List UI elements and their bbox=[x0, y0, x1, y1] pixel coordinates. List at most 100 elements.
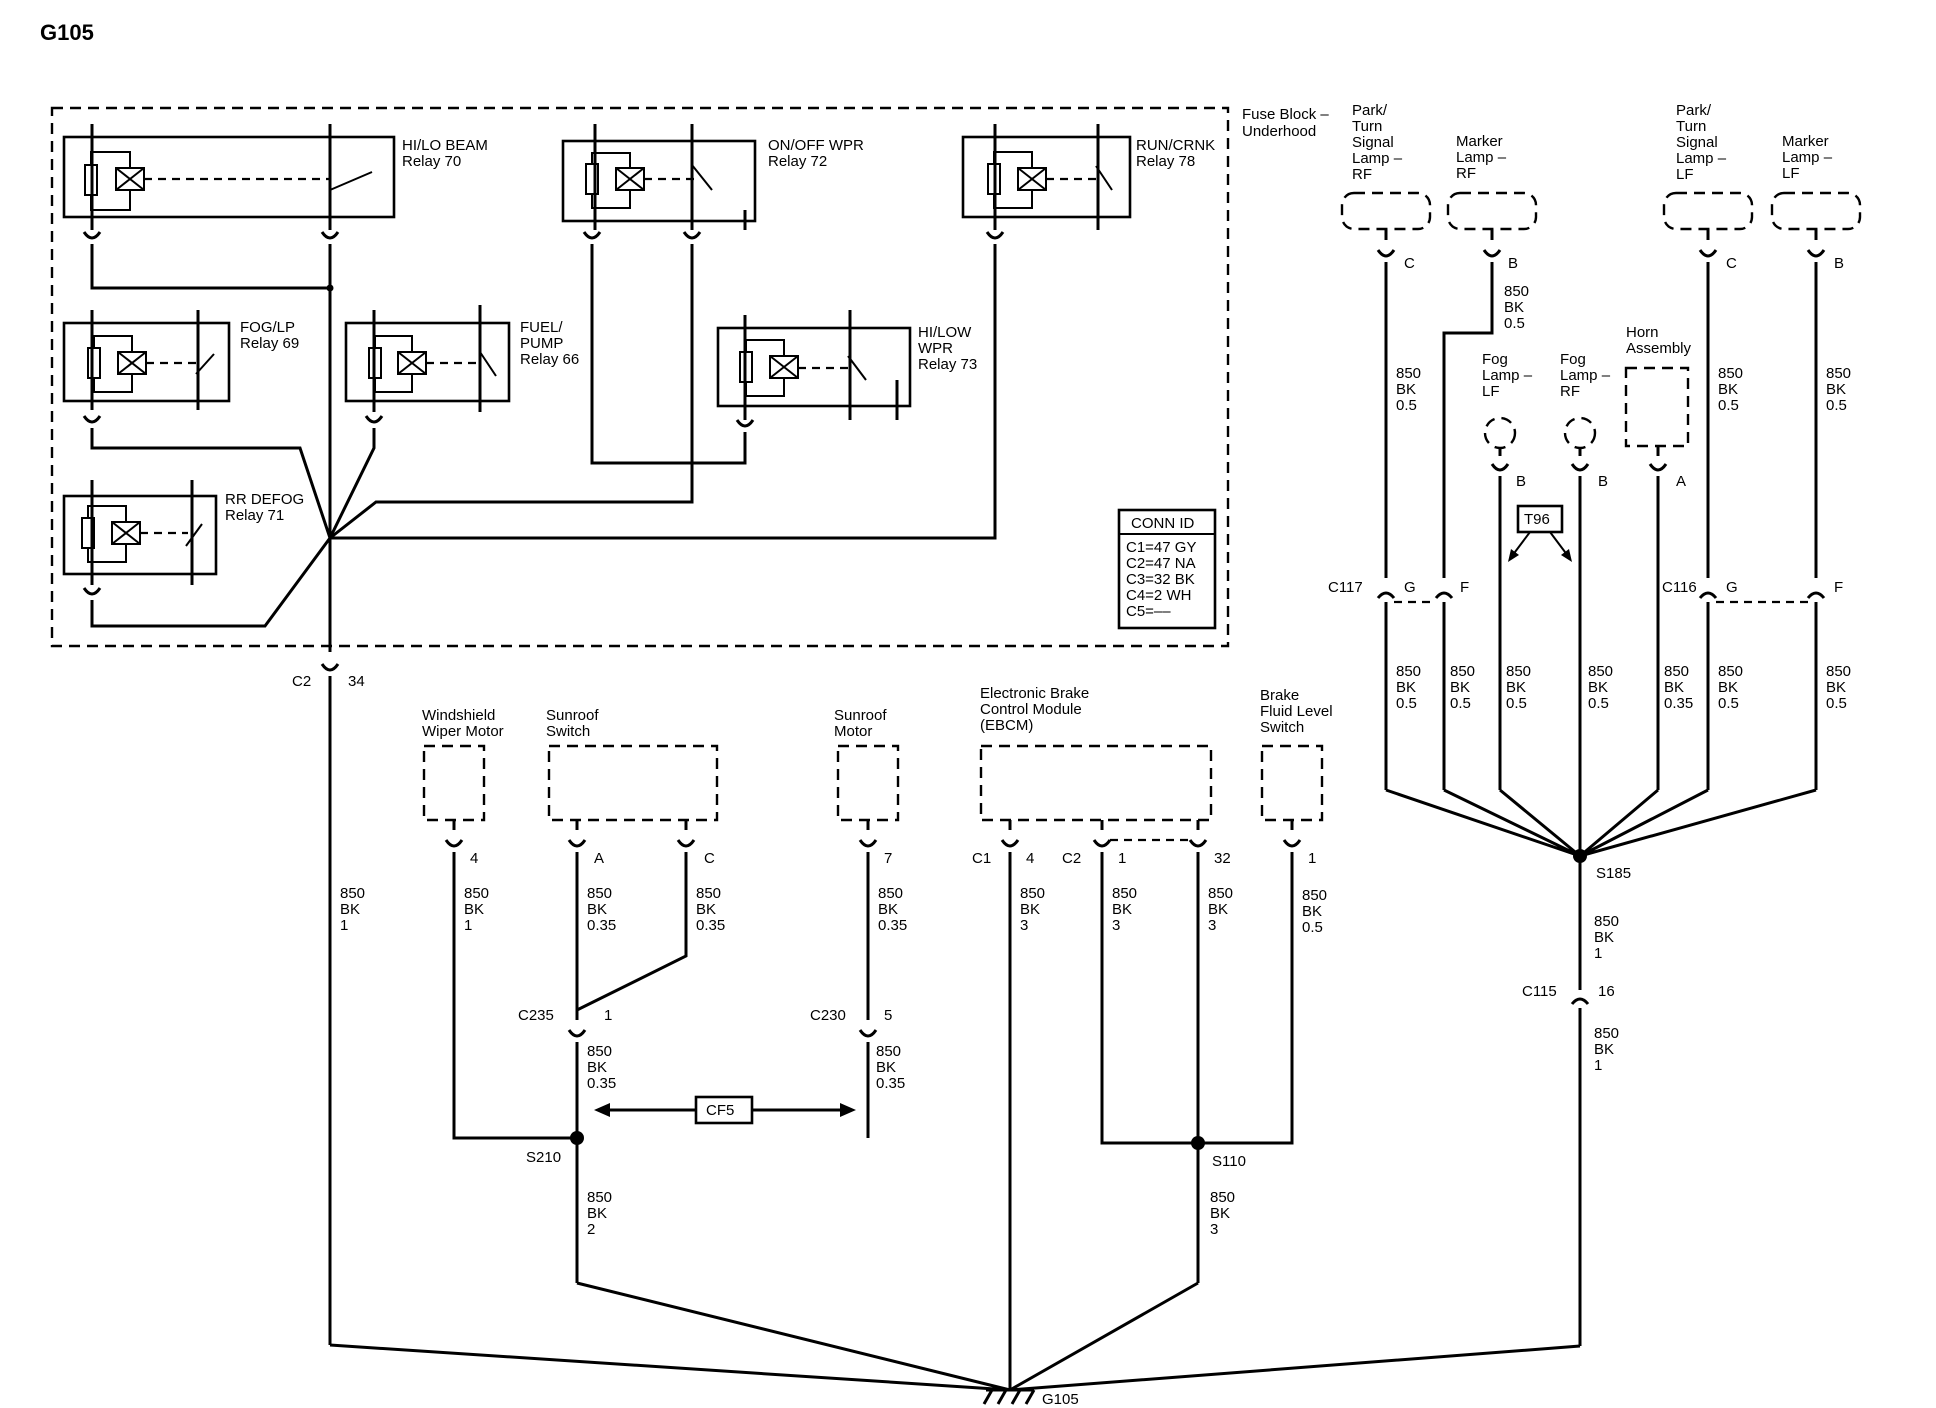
svg-text:B: B bbox=[1516, 473, 1526, 490]
ebcm-connector-c2: C2 bbox=[1062, 850, 1081, 867]
svg-text:Fog: Fog bbox=[1560, 351, 1586, 368]
relay-73-number: Relay 73 bbox=[918, 356, 977, 373]
wire-label-c235: 850 BK 0.35 bbox=[587, 1043, 616, 1092]
svg-text:Marker: Marker bbox=[1782, 133, 1829, 150]
svg-text:B: B bbox=[1508, 255, 1518, 272]
svg-text:BK: BK bbox=[587, 1205, 607, 1222]
svg-text:0.5: 0.5 bbox=[1396, 695, 1417, 712]
svg-text:BK: BK bbox=[587, 1059, 607, 1076]
svg-text:850: 850 bbox=[1826, 663, 1851, 680]
cf5-indicator: CF5 bbox=[594, 1095, 856, 1125]
svg-text:850: 850 bbox=[696, 885, 721, 902]
svg-text:0.5: 0.5 bbox=[1302, 919, 1323, 936]
relay-fuel-pump: FUEL/ PUMP Relay 66 bbox=[344, 319, 579, 403]
svg-text:850: 850 bbox=[1588, 663, 1613, 680]
fuse-block-boundary bbox=[50, 106, 1230, 648]
svg-text:Lamp –: Lamp – bbox=[1352, 150, 1403, 167]
svg-text:850: 850 bbox=[1210, 1189, 1235, 1206]
connector-c115: C115 bbox=[1522, 983, 1557, 1000]
svg-text:Lamp –: Lamp – bbox=[1676, 150, 1727, 167]
svg-text:850: 850 bbox=[1506, 663, 1531, 680]
svg-text:0.5: 0.5 bbox=[1450, 695, 1471, 712]
svg-text:850: 850 bbox=[1504, 283, 1529, 300]
fog-lamp-rf: Fog Lamp – RF B bbox=[1560, 351, 1611, 790]
relay-71-number: Relay 71 bbox=[225, 507, 284, 524]
svg-text:RF: RF bbox=[1352, 166, 1372, 183]
svg-text:32: 32 bbox=[1214, 850, 1231, 867]
wire-label-c115-1: 850 bbox=[1594, 1025, 1619, 1042]
svg-text:RF: RF bbox=[1456, 165, 1476, 182]
brake-fluid-level-switch: Brake Fluid Level Switch 1 850 BK 0.5 bbox=[1198, 687, 1333, 1145]
svg-text:A: A bbox=[594, 850, 604, 867]
svg-text:CF5: CF5 bbox=[706, 1102, 734, 1119]
svg-text:BK: BK bbox=[1504, 299, 1524, 316]
svg-text:Park/: Park/ bbox=[1352, 102, 1388, 119]
svg-text:BK: BK bbox=[1826, 381, 1846, 398]
svg-text:1: 1 bbox=[464, 917, 472, 934]
relay-69-name: FOG/LP bbox=[240, 319, 295, 336]
svg-text:1: 1 bbox=[1118, 850, 1126, 867]
sunroof-switch: Sunroof Switch A C 850 BK 0.35 850 BK 0.… bbox=[546, 707, 725, 1012]
svg-text:0.35: 0.35 bbox=[878, 917, 907, 934]
svg-text:BK: BK bbox=[1396, 679, 1416, 696]
svg-text:0.5: 0.5 bbox=[1826, 397, 1847, 414]
relay-70-number: Relay 70 bbox=[402, 153, 461, 170]
svg-text:BK: BK bbox=[1210, 1205, 1230, 1222]
svg-text:Lamp –: Lamp – bbox=[1782, 149, 1833, 166]
svg-text:BK: BK bbox=[1112, 901, 1132, 918]
connector-c2: C2 bbox=[292, 673, 311, 690]
t96-indicator: T96 bbox=[1508, 504, 1572, 562]
connector-c117-f: F bbox=[1460, 579, 1469, 596]
svg-text:0.5: 0.5 bbox=[1718, 397, 1739, 414]
svg-text:4: 4 bbox=[1026, 850, 1034, 867]
svg-text:(EBCM): (EBCM) bbox=[980, 717, 1033, 734]
relay-fog-lp: FOG/LP Relay 69 bbox=[62, 319, 299, 403]
svg-text:Lamp –: Lamp – bbox=[1456, 149, 1507, 166]
connector-c115-pin: 16 bbox=[1598, 983, 1615, 1000]
svg-text:BK: BK bbox=[696, 901, 716, 918]
svg-text:Marker: Marker bbox=[1456, 133, 1503, 150]
relay-rr-defog: RR DEFOG Relay 71 bbox=[62, 491, 304, 576]
svg-text:850: 850 bbox=[340, 885, 365, 902]
conn-id-row-5: C5=–– bbox=[1126, 603, 1171, 620]
svg-text:850: 850 bbox=[1208, 885, 1233, 902]
connector-c116-g: G bbox=[1726, 579, 1738, 596]
relay-hi-low-wpr: HI/LOW WPR Relay 73 bbox=[716, 324, 977, 408]
svg-text:Horn: Horn bbox=[1626, 324, 1659, 341]
svg-text:BK: BK bbox=[1302, 903, 1322, 920]
conn-id-title: CONN ID bbox=[1131, 515, 1195, 532]
svg-text:850: 850 bbox=[1396, 663, 1421, 680]
ground-label: G105 bbox=[1042, 1391, 1079, 1408]
svg-text:Switch: Switch bbox=[1260, 719, 1304, 736]
svg-text:Park/: Park/ bbox=[1676, 102, 1712, 119]
relay-run-crnk: RUN/CRNK Relay 78 bbox=[961, 135, 1215, 219]
wire-label-c115-3: 1 bbox=[1594, 1057, 1602, 1074]
svg-text:Turn: Turn bbox=[1676, 118, 1706, 135]
svg-text:Windshield: Windshield bbox=[422, 707, 495, 724]
connector-c230-pin: 5 bbox=[884, 1007, 892, 1024]
svg-text:Control Module: Control Module bbox=[980, 701, 1082, 718]
conn-id-table: CONN ID C1=47 GY C2=47 NA C3=32 BK C4=2 … bbox=[1117, 508, 1217, 630]
svg-text:Wiper Motor: Wiper Motor bbox=[422, 723, 504, 740]
svg-text:BK: BK bbox=[1718, 381, 1738, 398]
svg-text:850: 850 bbox=[587, 1043, 612, 1060]
svg-text:Sunroof: Sunroof bbox=[546, 707, 599, 724]
svg-text:B: B bbox=[1598, 473, 1608, 490]
svg-text:BK: BK bbox=[1396, 381, 1416, 398]
svg-text:3: 3 bbox=[1112, 917, 1120, 934]
svg-text:7: 7 bbox=[884, 850, 892, 867]
svg-text:LF: LF bbox=[1782, 165, 1800, 182]
park-turn-signal-lamp-lf: Park/ Turn Signal Lamp – LF C bbox=[1662, 102, 1754, 578]
svg-text:BK: BK bbox=[1020, 901, 1040, 918]
horn-assembly: Horn Assembly A bbox=[1624, 324, 1692, 790]
connector-c116-f: F bbox=[1834, 579, 1843, 596]
svg-text:BK: BK bbox=[1506, 679, 1526, 696]
svg-text:LF: LF bbox=[1676, 166, 1694, 183]
svg-text:BK: BK bbox=[878, 901, 898, 918]
svg-text:4: 4 bbox=[470, 850, 478, 867]
wire-label-s210: 850 BK 2 bbox=[587, 1189, 612, 1238]
relay-hi-lo-beam: HI/LO BEAM Relay 70 bbox=[62, 135, 488, 219]
svg-text:BK: BK bbox=[1826, 679, 1846, 696]
svg-text:Assembly: Assembly bbox=[1626, 340, 1692, 357]
relay-78-number: Relay 78 bbox=[1136, 153, 1195, 170]
